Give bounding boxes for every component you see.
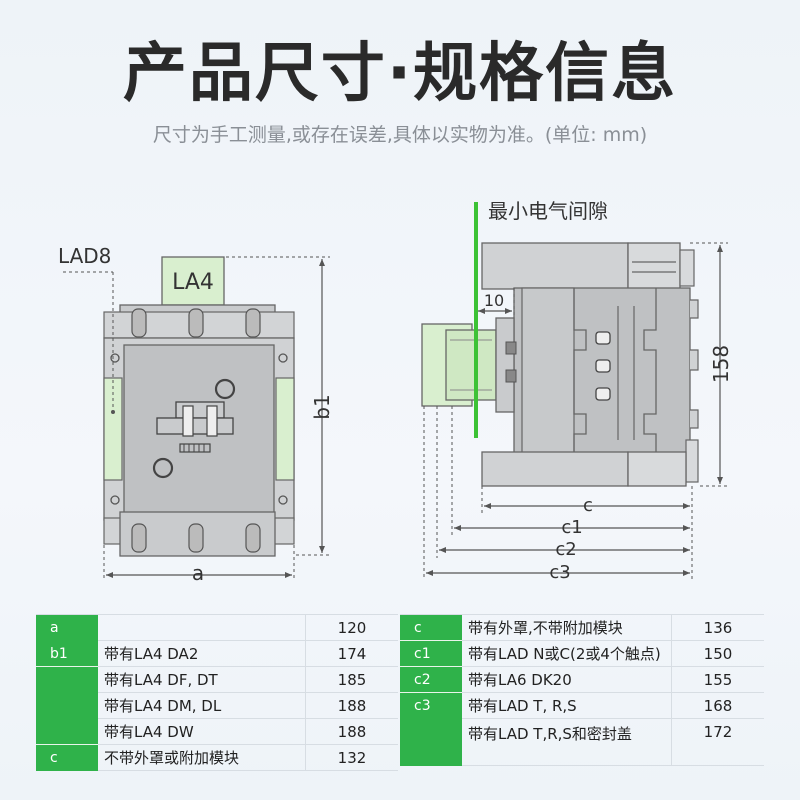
table-row: c 带有外罩,不带附加模块 136 bbox=[400, 614, 764, 641]
row-key: c1 bbox=[400, 640, 462, 667]
row-value: 120 bbox=[305, 614, 398, 641]
row-value: 174 bbox=[305, 640, 398, 667]
dim-c1-label: c1 bbox=[561, 517, 582, 538]
row-value: 132 bbox=[305, 744, 398, 771]
page-title: 产品尺寸·规格信息 bbox=[122, 37, 678, 111]
dim-c3-label: c3 bbox=[549, 562, 570, 583]
row-desc: 带有LA4 DA2 bbox=[98, 640, 306, 667]
table-row: 带有LAD T,R,S和密封盖 172 bbox=[400, 718, 764, 766]
front-view: LA4 LAD8 bbox=[58, 244, 334, 585]
table-row: c2 带有LA6 DK20 155 bbox=[400, 666, 764, 693]
row-value: 168 bbox=[671, 692, 764, 719]
left-side-module bbox=[103, 377, 123, 481]
row-value: 172 bbox=[671, 718, 764, 766]
table-row: 带有LA4 DF, DT 185 bbox=[36, 666, 398, 693]
row-key: c bbox=[36, 744, 98, 771]
row-value: 188 bbox=[305, 692, 398, 719]
row-key bbox=[36, 666, 98, 693]
side-view: 最小电气间隙 10 158 c c1 c2 c3 bbox=[421, 199, 733, 583]
table-row: 带有LA4 DW 188 bbox=[36, 718, 398, 745]
row-value: 150 bbox=[671, 640, 764, 667]
right-side-module bbox=[275, 377, 295, 481]
dim-c2-label: c2 bbox=[555, 539, 576, 560]
clearance-label: 最小电气间隙 bbox=[488, 199, 608, 223]
table-row: c1 带有LAD N或C(2或4个触点) 150 bbox=[400, 640, 764, 667]
table-row: c 不带外罩或附加模块 132 bbox=[36, 744, 398, 771]
dim-c-label: c bbox=[583, 495, 593, 516]
dim-10-label: 10 bbox=[484, 291, 504, 310]
row-desc: 带有LA6 DK20 bbox=[462, 666, 672, 693]
row-desc: 带有LA4 DW bbox=[98, 718, 306, 745]
bottom-housing bbox=[481, 451, 629, 487]
row-value: 185 bbox=[305, 666, 398, 693]
row-key bbox=[36, 718, 98, 745]
row-key bbox=[400, 718, 462, 766]
spec-table-right: c 带有外罩,不带附加模块 136 c1 带有LAD N或C(2或4个触点) 1… bbox=[400, 614, 764, 766]
row-key: a bbox=[36, 614, 98, 641]
row-key: c3 bbox=[400, 692, 462, 719]
table-row: a 120 bbox=[36, 614, 398, 641]
row-desc: 带有外罩,不带附加模块 bbox=[462, 614, 672, 641]
dim-b1-label: b1 bbox=[310, 394, 334, 419]
table-row: 带有LA4 DM, DL 188 bbox=[36, 692, 398, 719]
table-row: b1 带有LA4 DA2 174 bbox=[36, 640, 398, 667]
dim-a-label: a bbox=[192, 561, 204, 585]
row-key: b1 bbox=[36, 640, 98, 667]
page-subtitle: 尺寸为手工测量,或存在误差,具体以实物为准。(单位: mm) bbox=[152, 124, 648, 146]
row-desc: 带有LAD T,R,S和密封盖 bbox=[462, 718, 672, 766]
row-desc: 带有LA4 DM, DL bbox=[98, 692, 306, 719]
row-key: c bbox=[400, 614, 462, 641]
lad8-label: LAD8 bbox=[58, 244, 111, 268]
row-value: 155 bbox=[671, 666, 764, 693]
row-key: c2 bbox=[400, 666, 462, 693]
row-desc: 带有LAD N或C(2或4个触点) bbox=[462, 640, 672, 667]
row-value: 136 bbox=[671, 614, 764, 641]
dimension-diagram: LA4 LAD8 bbox=[58, 199, 733, 585]
row-desc: 带有LAD T, R,S bbox=[462, 692, 672, 719]
row-desc bbox=[98, 614, 306, 641]
table-row: c3 带有LAD T, R,S 168 bbox=[400, 692, 764, 719]
la4-label: LA4 bbox=[172, 270, 214, 295]
row-key bbox=[36, 692, 98, 719]
spec-table-left: a 120 b1 带有LA4 DA2 174 带有LA4 DF, DT 185 … bbox=[36, 614, 398, 771]
top-housing bbox=[481, 242, 629, 290]
row-desc: 不带外罩或附加模块 bbox=[98, 744, 306, 771]
row-desc: 带有LA4 DF, DT bbox=[98, 666, 306, 693]
dim-158-label: 158 bbox=[709, 345, 733, 383]
la4-module bbox=[161, 256, 225, 306]
row-value: 188 bbox=[305, 718, 398, 745]
